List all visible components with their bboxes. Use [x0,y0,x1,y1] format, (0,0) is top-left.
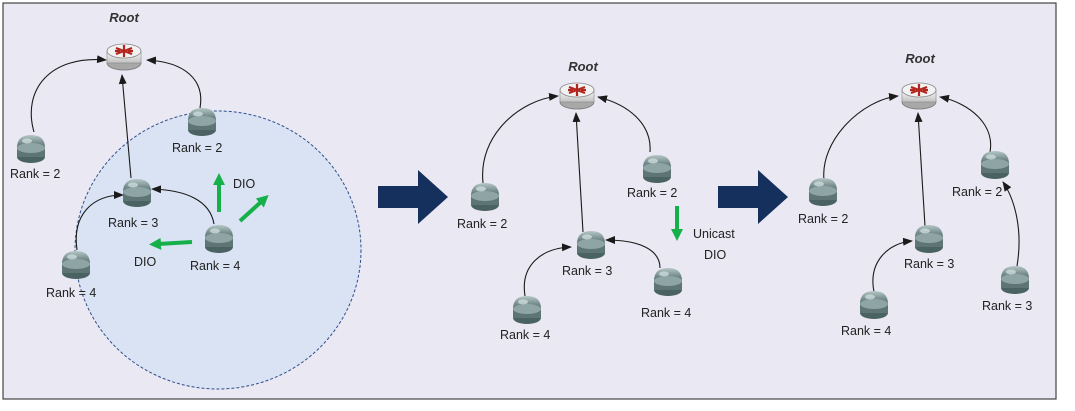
dio-label-up: DIO [233,177,256,191]
unicast-label-line1: Unicast [693,227,735,241]
node-label: Rank = 3 [108,216,158,230]
stage-3-updated-dodag: Root Rank = 2 Rank = 2 Rank = 3 Rank = 4… [798,51,1032,338]
link-rank3-root [572,112,584,233]
node-label: Rank = 2 [172,141,222,155]
node-label: Rank = 3 [562,264,612,278]
root-router-icon [558,81,596,111]
root-router-icon [105,42,143,72]
node-icon [577,231,605,259]
link-rank4-rank3 [872,237,913,293]
root-label: Root [109,10,139,25]
link-rank4left-rank3 [75,191,124,251]
stage-transition-arrow [718,170,788,224]
root-label: Root [568,59,598,74]
stage-1-initial-dio: Root Rank = 2 Rank = 2 Rank = 3 Rank = 4… [10,10,362,390]
node-icon [860,291,888,319]
link-rank2a-root [30,55,107,133]
node-icon [1001,266,1029,294]
node-icon [981,151,1009,179]
node-label: Rank = 4 [500,328,550,342]
link-rank2b-root [146,56,202,109]
unicast-label-line2: DIO [704,248,727,262]
link-rank3-root [118,74,132,179]
node-icon [643,155,671,183]
link-rank4left-rank3 [523,243,572,297]
stage-2-unicast-dio: Root Rank = 2 Rank = 2 Rank = 3 Rank = 4… [457,59,735,342]
link-rank2b-root [597,95,651,153]
node-icon [809,178,837,206]
node-icon [62,251,90,279]
node-icon [188,108,216,136]
stage-transition-arrow [378,170,448,224]
node-label: Rank = 2 [798,212,848,226]
node-label: Rank = 2 [627,186,677,200]
node-icon [915,225,943,253]
link-rank4-rank3 [151,185,215,225]
link-rank3-root [914,112,926,227]
node-icon [205,225,233,253]
dio-label-left: DIO [134,255,157,269]
root-label: Root [905,51,935,66]
node-icon [513,296,541,324]
node-icon [17,135,45,163]
node-icon [471,183,499,211]
dio-arrow-diagonal [238,194,269,223]
link-rank2a-root [823,93,899,181]
root-router-icon [900,81,938,111]
dio-arrow-left [149,237,193,250]
node-label: Rank = 4 [841,324,891,338]
node-icon [654,268,682,296]
link-rank4-rank3 [605,236,661,269]
node-label: Rank = 4 [641,306,691,320]
node-label: Rank = 2 [10,167,60,181]
node-label: Rank = 2 [952,185,1002,199]
node-icon [123,179,151,207]
link-rank3-rank2 [1002,181,1020,267]
node-label: Rank = 3 [904,257,954,271]
node-label: Rank = 4 [190,259,240,273]
node-label: Rank = 3 [982,299,1032,313]
node-label: Rank = 4 [46,286,96,300]
link-rank2a-root [482,92,559,184]
node-label: Rank = 2 [457,217,507,231]
link-rank2b-root [939,94,992,153]
